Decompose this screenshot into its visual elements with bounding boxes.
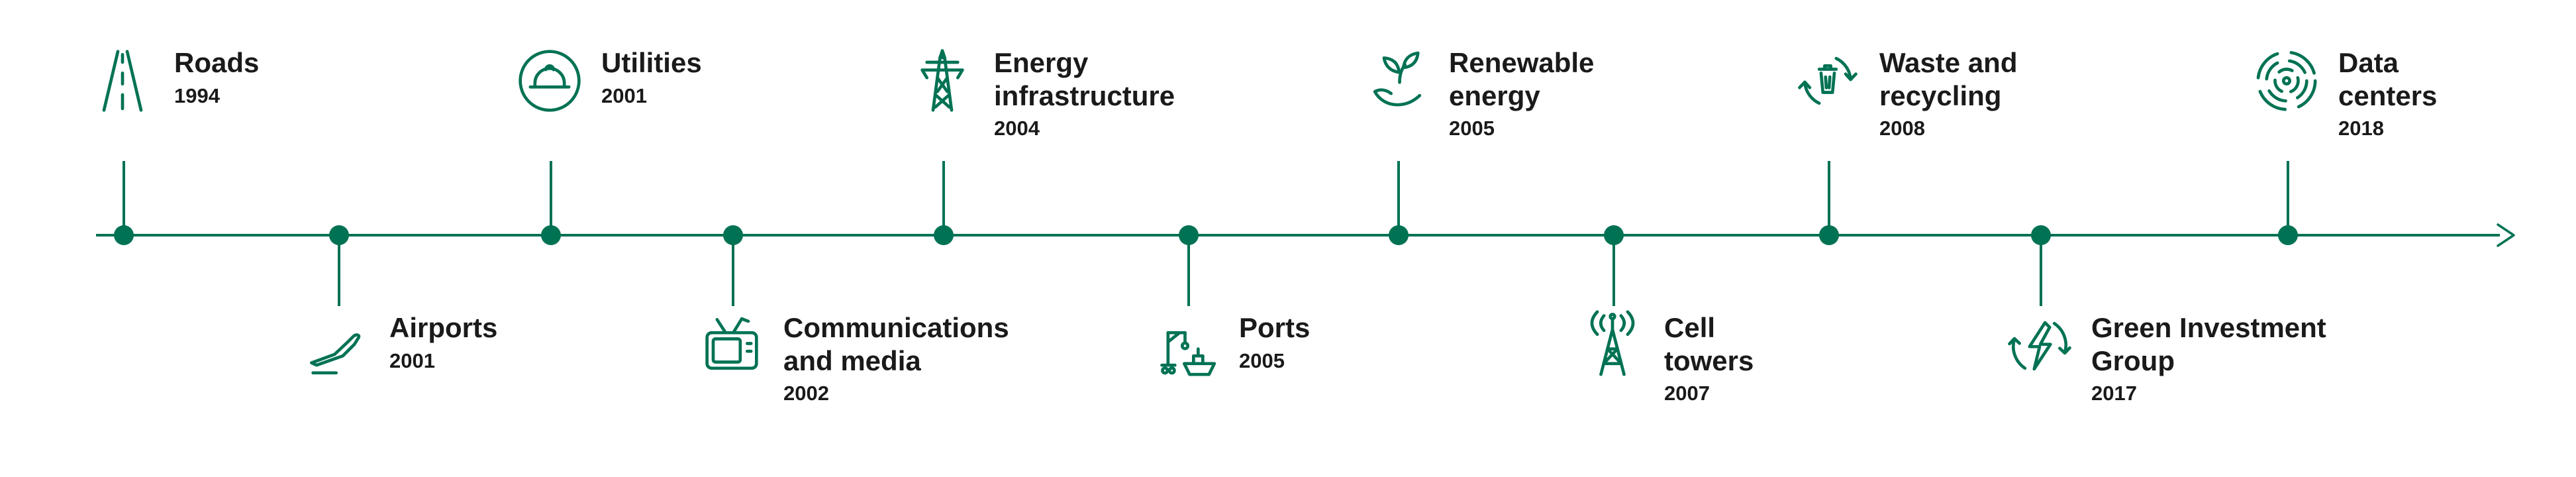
cell-tower-icon — [1575, 309, 1650, 383]
item-label: Roads — [174, 47, 260, 78]
item-label: Waste and recycling — [1879, 47, 2018, 111]
crane-ship-icon — [1150, 309, 1224, 383]
timeline-dot — [2031, 225, 2051, 245]
item-label: Green Investment Group — [2091, 312, 2326, 376]
item-year: 2001 — [601, 83, 647, 107]
timeline-dot — [723, 225, 743, 245]
timeline-dot — [541, 225, 561, 245]
timeline-dot — [114, 225, 134, 245]
item-year: 2004 — [994, 117, 1040, 140]
connector-line — [2287, 161, 2289, 227]
connector-line — [1828, 161, 1830, 227]
connector-line — [942, 161, 945, 227]
timeline-dot — [1819, 225, 1839, 245]
timeline-dot — [1604, 225, 1624, 245]
item-label: Ports — [1239, 312, 1311, 343]
tv-icon — [695, 309, 769, 383]
item-year: 1994 — [174, 83, 220, 107]
item-label: Utilities — [601, 47, 702, 78]
item-label: Energy infrastructure — [994, 47, 1175, 111]
transmission-tower-icon — [905, 44, 979, 118]
arrow-right-icon — [2491, 221, 2520, 250]
hand-sprout-icon — [1360, 44, 1434, 118]
item-label: Renewable energy — [1449, 47, 1595, 111]
timeline-dot — [934, 225, 954, 245]
connector-line — [550, 161, 552, 227]
timeline-dot — [1179, 225, 1199, 245]
item-label: Communications and media — [783, 312, 1009, 376]
timeline-dot — [2278, 225, 2298, 245]
connector-line — [338, 237, 340, 306]
road-icon — [85, 44, 160, 118]
connector-line — [1187, 237, 1190, 306]
item-year: 2005 — [1449, 117, 1495, 140]
item-year: 2017 — [2091, 382, 2137, 405]
recycling-bin-icon — [1791, 44, 1865, 118]
connector-line — [732, 237, 734, 306]
item-year: 2001 — [389, 348, 435, 372]
item-year: 2008 — [1879, 117, 1925, 140]
airplane-icon — [301, 309, 375, 383]
hard-hat-icon — [513, 44, 587, 118]
bolt-recycle-icon — [2003, 309, 2077, 383]
timeline-axis — [96, 234, 2500, 237]
data-rings-icon — [2250, 44, 2324, 118]
item-year: 2005 — [1239, 348, 1285, 372]
connector-line — [2040, 237, 2042, 306]
item-year: 2018 — [2338, 117, 2384, 140]
item-label: Data centers — [2338, 47, 2438, 111]
connector-line — [1612, 237, 1615, 306]
item-label: Airports — [389, 312, 498, 343]
item-year: 2002 — [783, 382, 829, 405]
connector-line — [123, 161, 125, 227]
connector-line — [1397, 161, 1400, 227]
timeline-dot — [1389, 225, 1409, 245]
item-year: 2007 — [1664, 382, 1710, 405]
timeline-dot — [329, 225, 349, 245]
item-label: Cell towers — [1664, 312, 1754, 376]
